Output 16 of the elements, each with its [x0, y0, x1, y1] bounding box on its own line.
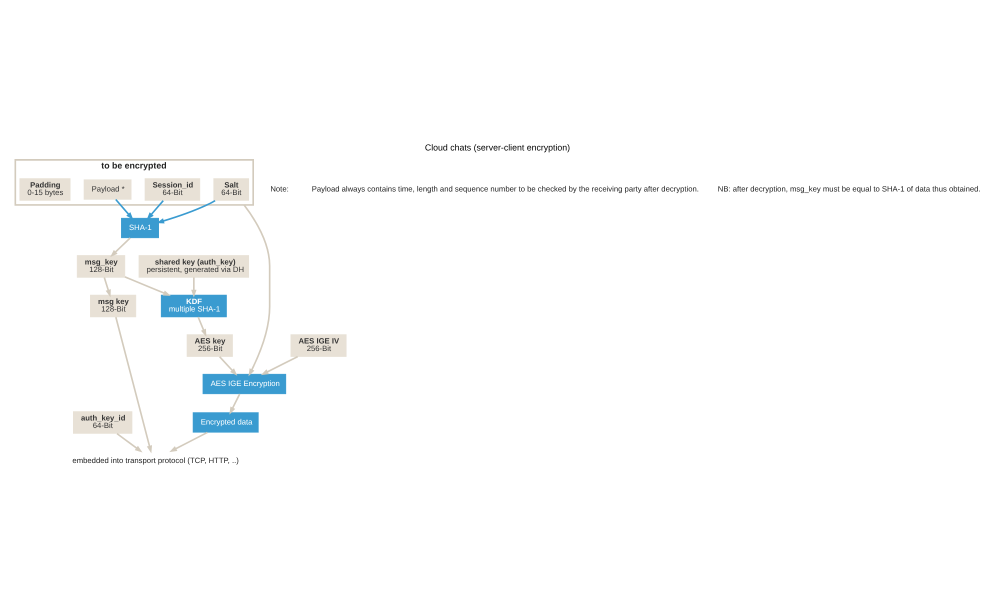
- arrow: [243, 204, 270, 376]
- arrow: [260, 355, 298, 375]
- arrow: [197, 316, 206, 336]
- arrow: [116, 432, 143, 452]
- arrow: [169, 431, 208, 452]
- arrow: [104, 276, 111, 297]
- arrow: [110, 236, 131, 257]
- arrow: [124, 276, 171, 296]
- arrow: [115, 316, 152, 453]
- arrow: [229, 393, 240, 414]
- diagram-title: Cloud chats (server-client encryption): [424, 142, 570, 152]
- arrow: [191, 277, 197, 297]
- arrow: [146, 200, 164, 220]
- arrow: [219, 356, 238, 376]
- arrow: [115, 198, 134, 220]
- arrow: [156, 199, 216, 223]
